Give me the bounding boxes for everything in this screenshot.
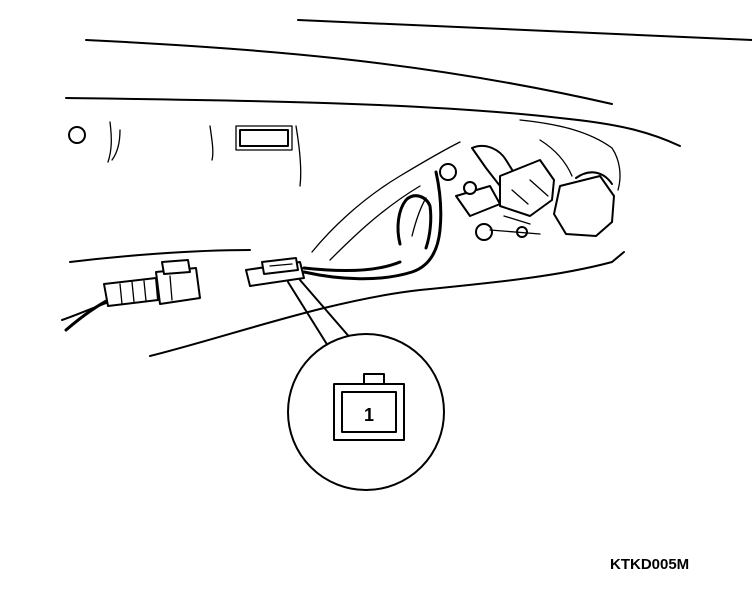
trim-surface: [61, 119, 625, 357]
callout-circle: [287, 333, 445, 491]
lamp-wiring: [302, 170, 443, 281]
panel-outline: [65, 19, 752, 187]
panel-slot: [235, 125, 293, 151]
panel-hole: [68, 126, 86, 144]
left-harness-connector: [64, 259, 201, 332]
figure-code: KTKD005M: [610, 556, 690, 573]
latch-mechanism: [439, 144, 615, 241]
callout-number: 1: [364, 405, 374, 425]
connector-face-view: [333, 373, 405, 441]
callout-leader: [287, 279, 353, 347]
lamp-connector: [245, 257, 305, 287]
